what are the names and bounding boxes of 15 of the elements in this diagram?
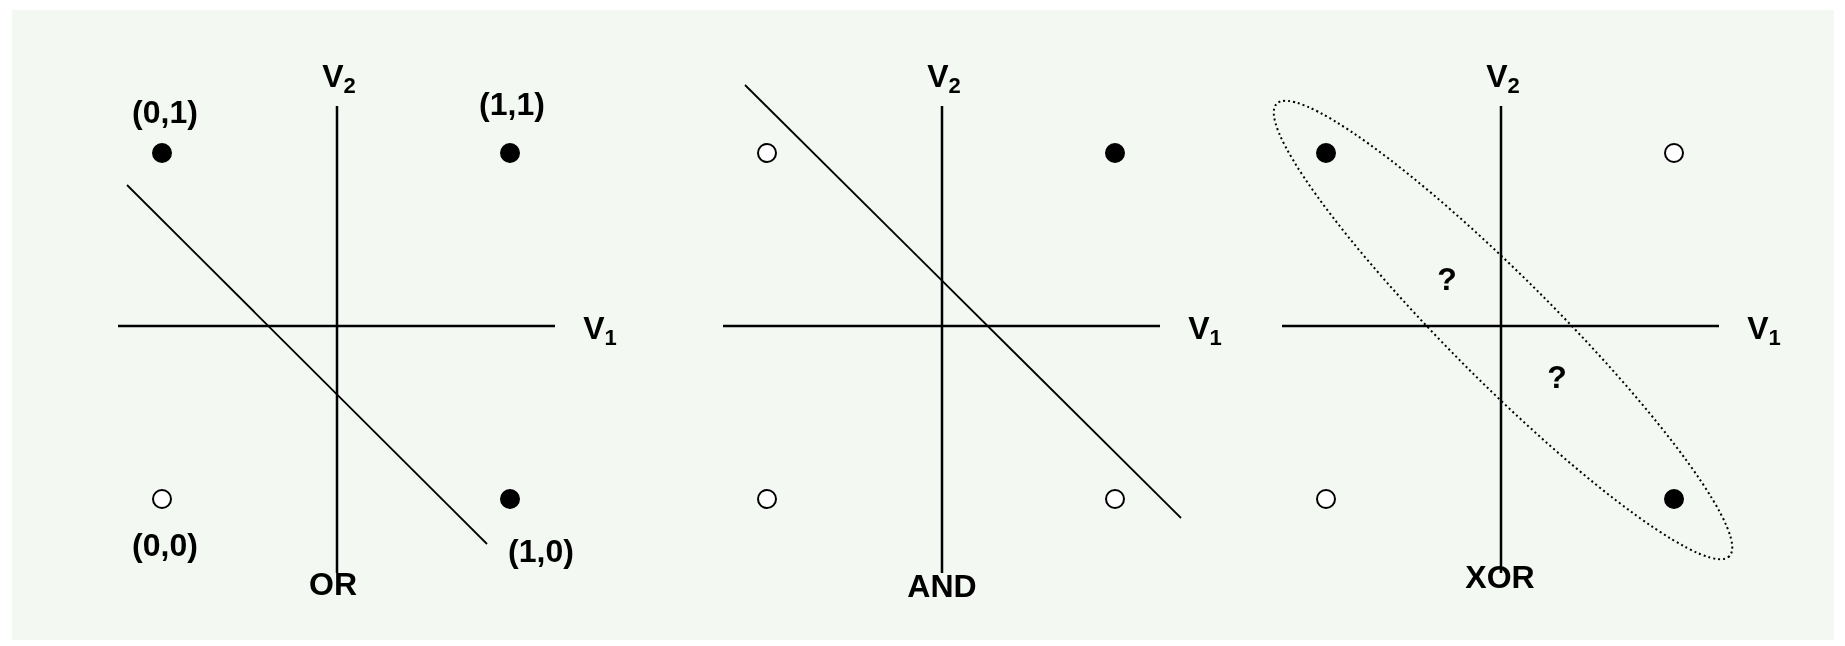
axis-label: V$_{1}$ [583,311,617,349]
panel-title: OR [309,568,357,600]
question-mark: ? [1547,361,1567,393]
coordinate-label: (0,1) [132,96,198,128]
axis-label: V$_{1}$ [1188,311,1222,349]
axis-label: V$_{2}$ [322,59,356,97]
question-mark: ? [1437,263,1457,295]
coordinate-label: (0,0) [132,529,198,561]
panel-title: AND [907,570,977,602]
axis-label: V$_{1}$ [1747,311,1781,349]
coordinate-label: (1,0) [508,535,574,567]
axis-label: V$_{2}$ [1486,59,1520,97]
coordinate-label: (1,1) [479,88,545,120]
axis-label: V$_{2}$ [927,59,961,97]
panel-title: XOR [1465,561,1535,593]
